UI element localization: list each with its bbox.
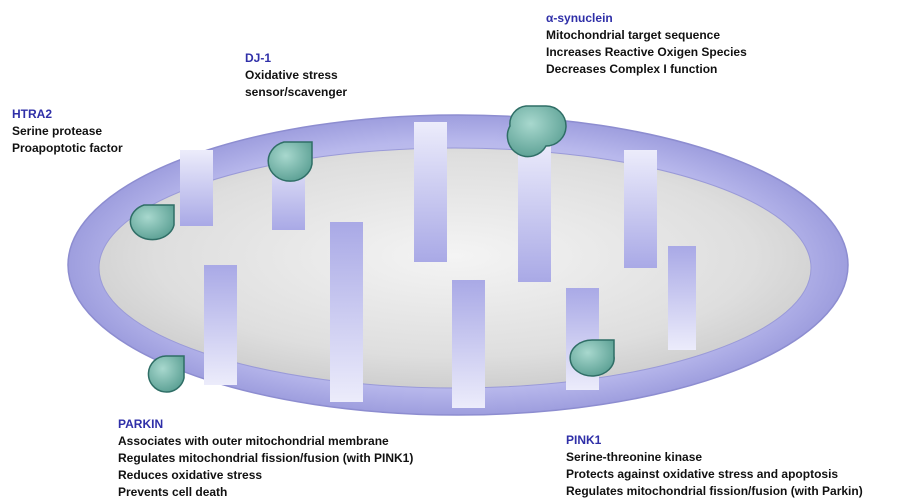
protein-dj1 <box>268 142 312 181</box>
pink1-label: PINK1 Serine-threonine kinase Protects a… <box>566 432 863 500</box>
crista <box>668 246 696 350</box>
crista <box>452 280 485 408</box>
parkin-line: Prevents cell death <box>118 484 413 501</box>
parkin-label: PARKIN Associates with outer mitochondri… <box>118 416 413 501</box>
protein-pink1 <box>570 340 614 376</box>
protein-shape <box>268 142 312 181</box>
crista <box>204 265 237 385</box>
crista <box>414 122 447 262</box>
dj1-name: DJ-1 <box>245 50 347 67</box>
htra2-line: Serine protease <box>12 123 123 140</box>
asyn-name: α-synuclein <box>546 10 747 27</box>
htra2-label: HTRA2 Serine protease Proapoptotic facto… <box>12 106 123 157</box>
protein-htra2 <box>130 205 174 240</box>
protein-shape <box>130 205 174 240</box>
dj1-line: sensor/scavenger <box>245 84 347 101</box>
asyn-line: Mitochondrial target sequence <box>546 27 747 44</box>
pink1-name: PINK1 <box>566 432 863 449</box>
parkin-line: Regulates mitochondrial fission/fusion (… <box>118 450 413 467</box>
asyn-label: α-synuclein Mitochondrial target sequenc… <box>546 10 747 78</box>
crista <box>180 150 213 226</box>
crista <box>624 150 657 268</box>
pink1-line: Regulates mitochondrial fission/fusion (… <box>566 483 863 500</box>
protein-parkin <box>148 356 184 392</box>
pink1-line: Protects against oxidative stress and ap… <box>566 466 863 483</box>
parkin-line: Associates with outer mitochondrial memb… <box>118 433 413 450</box>
htra2-line: Proapoptotic factor <box>12 140 123 157</box>
crista <box>330 222 363 402</box>
dj1-line: Oxidative stress <box>245 67 347 84</box>
parkin-line: Reduces oxidative stress <box>118 467 413 484</box>
asyn-line: Decreases Complex I function <box>546 61 747 78</box>
htra2-name: HTRA2 <box>12 106 123 123</box>
parkin-name: PARKIN <box>118 416 413 433</box>
pink1-line: Serine-threonine kinase <box>566 449 863 466</box>
protein-shape <box>570 340 614 376</box>
asyn-line: Increases Reactive Oxigen Species <box>546 44 747 61</box>
protein-shape <box>148 356 184 392</box>
dj1-label: DJ-1 Oxidative stress sensor/scavenger <box>245 50 347 101</box>
crista <box>518 140 551 282</box>
